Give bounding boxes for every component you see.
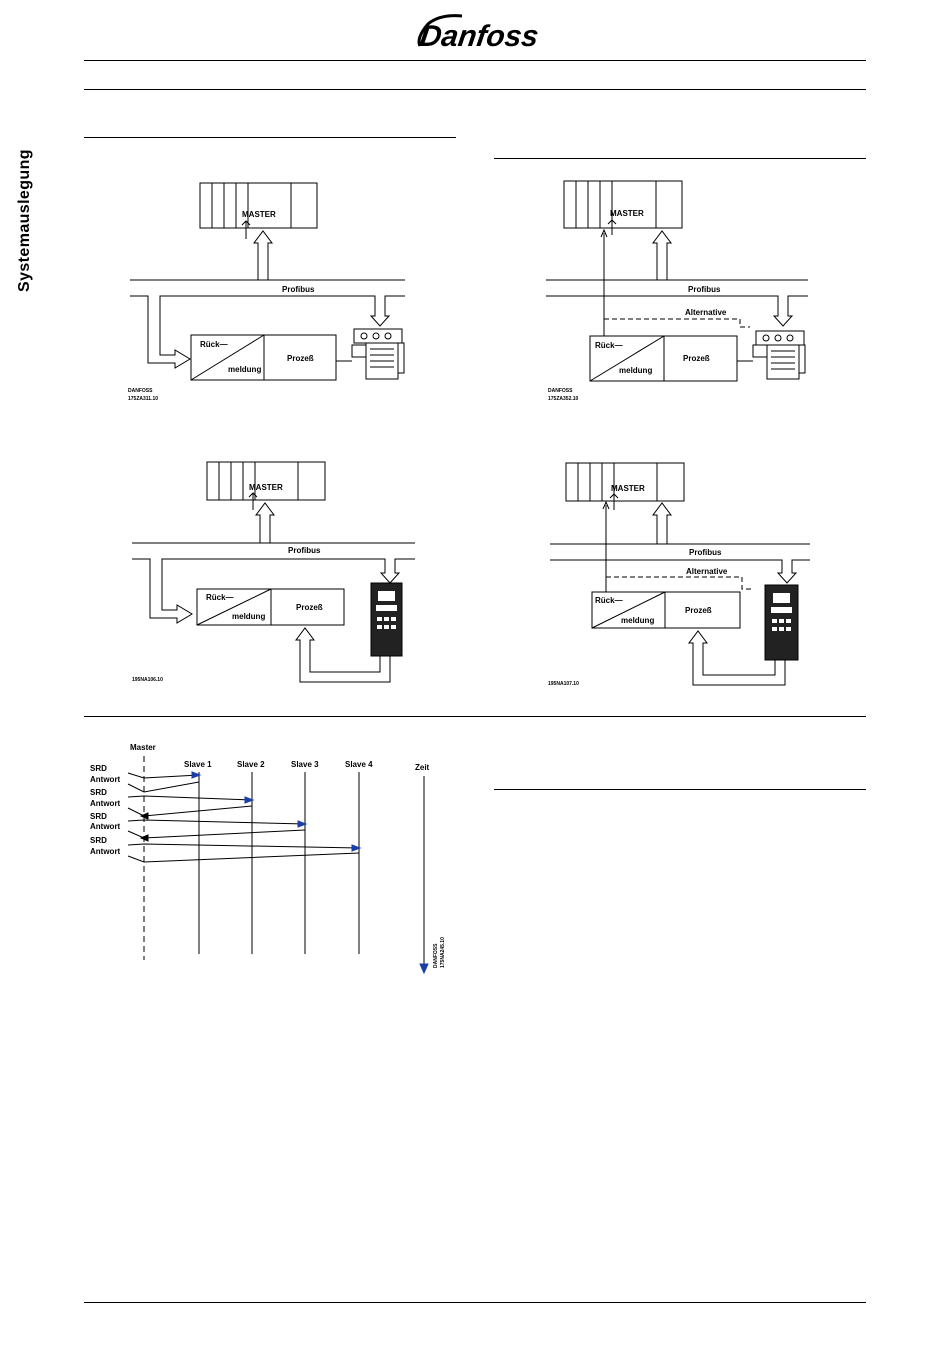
right-column-rule [494,158,866,159]
master-label: MASTER [610,209,644,218]
row-label-srd-1: SRD [90,764,107,773]
master-box [199,182,318,229]
process-label: Prozeß [685,606,712,615]
message-arrows [127,771,362,863]
row-label-antwort-4: Antwort [90,847,121,856]
section-title-vertical: Systemauslegung [16,149,33,292]
bus-label: Profibus [288,546,321,555]
slave-1-label: Slave 1 [184,760,212,769]
master-label: MASTER [242,210,276,219]
diagram-profibus-converter-alternative: MASTER Profibus Alternative Rück— meldun… [548,462,810,687]
process-label: Prozeß [287,354,314,363]
master-label: Master [130,743,156,752]
feedback-label-2: meldung [228,365,261,374]
feedback-label-2: meldung [621,616,654,625]
frequency-converter-icon [764,584,799,661]
master-box [206,461,326,501]
figure-code-2: 175ZA311.10 [128,396,158,402]
time-axis-arrow-icon [419,963,429,975]
diagram-profibus-motor-alternative: MASTER Profibus Alternative Rück— meldun… [546,180,808,402]
figure-code-1: DANFOSS [548,388,573,394]
row-label-antwort-3: Antwort [90,822,121,831]
master-box [563,180,683,229]
time-axis-label: Zeit [415,763,430,772]
motor-drive-icon [336,328,405,380]
motor-drive-icon [737,330,806,380]
feedback-process-box [591,591,741,629]
master-box [565,462,685,502]
alternative-label: Alternative [686,567,728,576]
danfoss-logo-graphic: Danfoss [417,14,541,53]
diagram-profibus-motor: MASTER Profibus Rück— meldung Prozeß DAN… [128,182,405,402]
feedback-label-2: meldung [232,612,265,621]
danfoss-logo: Danfoss [410,8,541,56]
slave-2-label: Slave 2 [237,760,265,769]
master-label: MASTER [249,483,283,492]
slave-4-label: Slave 4 [345,760,373,769]
figure-code-1: 195NA107.10 [548,681,579,687]
section-rule-middle [84,716,866,717]
footer-rule [84,1302,866,1303]
row-label-antwort-1: Antwort [90,775,121,784]
feedback-label-1: Rück— [595,341,623,350]
diagram-profibus-converter: MASTER Profibus Rück— meldung Prozeß 195… [132,461,415,683]
bus-label: Profibus [688,285,721,294]
figure-code-2: 175ZA352.10 [548,396,579,402]
row-label-srd-4: SRD [90,836,107,845]
feedback-label-2: meldung [619,366,652,375]
right-column-rule-lower [494,789,866,790]
master-label: MASTER [611,484,645,493]
left-column-rule [84,137,456,138]
row-label-srd-2: SRD [90,788,107,797]
header-rule-bottom [84,89,866,90]
header-rule-top [84,60,866,61]
feedback-label-1: Rück— [200,340,228,349]
feedback-label-1: Rück— [206,593,234,602]
process-label: Prozeß [296,603,323,612]
figure-code-1: 195NA106.10 [132,677,163,683]
row-label-antwort-2: Antwort [90,799,121,808]
frequency-converter-icon [370,582,403,657]
row-label-srd-3: SRD [90,812,107,821]
bus-label: Profibus [689,548,722,557]
process-label: Prozeß [683,354,710,363]
slave-3-label: Slave 3 [291,760,319,769]
figure-code-1: DANFOSS [128,388,153,394]
timing-code-1: DANFOSS [433,943,439,968]
timing-code-2: 175NA245.10 [440,937,446,968]
bus-label: Profibus [282,285,315,294]
alternative-label: Alternative [685,308,727,317]
timing-diagram-polling: Master Slave 1 Slave 2 Slave 3 Slave 4 Z… [90,743,446,975]
logo-text: Danfoss [418,20,540,53]
feedback-label-1: Rück— [595,596,623,605]
